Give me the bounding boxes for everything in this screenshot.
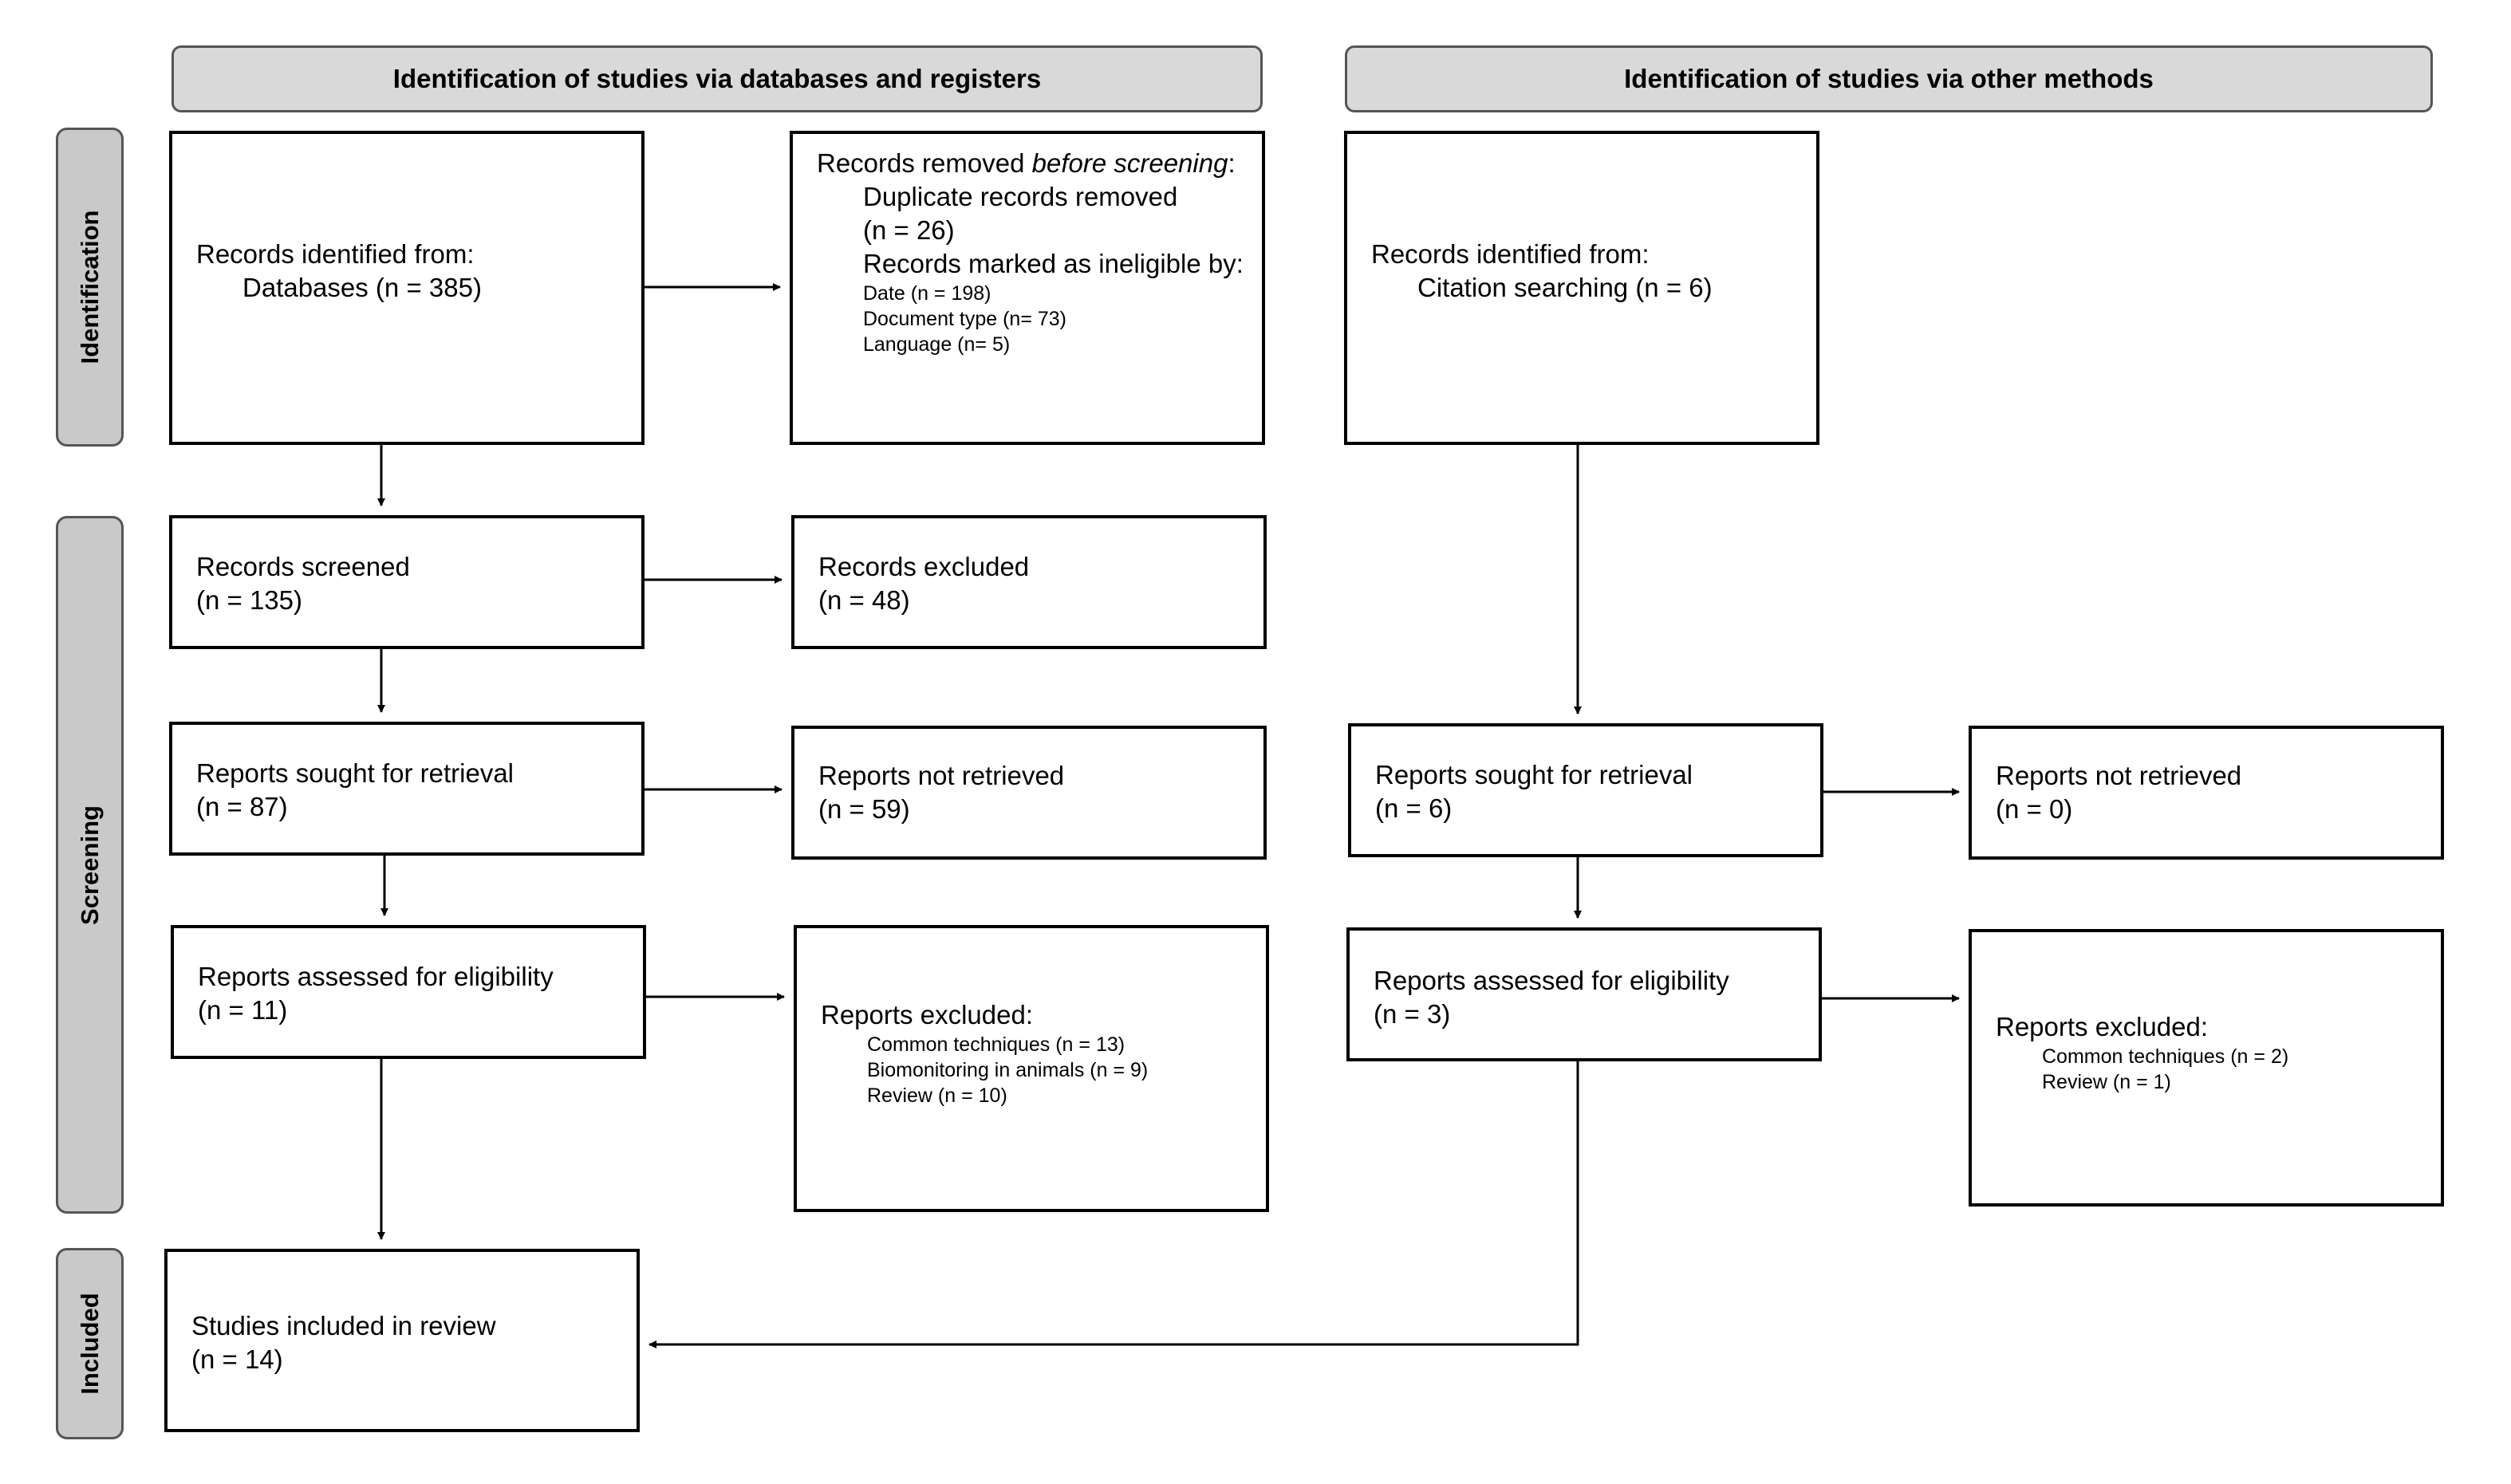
databases-count: Databases (n = 385) [242, 273, 482, 302]
phase-included-bar: Included [56, 1248, 124, 1439]
other-excluded-common-techniques: Common techniques (n = 2) [2042, 1045, 2289, 1068]
studies-included-title: Studies included in review [191, 1311, 496, 1340]
records-excluded-title: Records excluded [818, 552, 1030, 581]
reports-not-retrieved-count: (n = 59) [818, 794, 910, 824]
records-removed-emphasis: before screening [1031, 148, 1228, 178]
records-removed-title: Records removed before screening: [817, 147, 1252, 180]
reports-not-retrieved-title: Reports not retrieved [818, 761, 1065, 790]
phase-included-label: Included [75, 1293, 104, 1395]
reports-sought-count: (n = 87) [196, 792, 288, 821]
other-reports-assessed-box: Reports assessed for eligibility (n = 3) [1346, 927, 1822, 1061]
other-reports-not-retrieved-title: Reports not retrieved [1996, 761, 2242, 790]
records-screened-title: Records screened [196, 552, 410, 581]
other-reports-assessed-count: (n = 3) [1374, 999, 1451, 1029]
other-reports-excluded-box: Reports excluded: Common techniques (n =… [1969, 929, 2444, 1206]
reports-excluded-box: Reports excluded: Common techniques (n =… [794, 925, 1269, 1212]
duplicates-count: (n = 26) [863, 215, 955, 245]
studies-included-count: (n = 14) [191, 1344, 283, 1374]
phase-identification-label: Identification [75, 210, 104, 364]
records-identified-citation-title: Records identified from: [1371, 239, 1650, 269]
phase-identification-bar: Identification [56, 128, 124, 447]
other-excluded-review: Review (n = 1) [2042, 1071, 2171, 1093]
duplicates-removed: Duplicate records removed [863, 182, 1178, 211]
phase-screening-bar: Screening [56, 516, 124, 1214]
excluded-review: Review (n = 10) [867, 1084, 1007, 1107]
ineligible-date: Date (n = 198) [863, 282, 991, 305]
other-reports-not-retrieved-box: Reports not retrieved (n = 0) [1969, 726, 2444, 860]
excluded-biomonitoring: Biomonitoring in animals (n = 9) [867, 1059, 1149, 1081]
excluded-common-techniques: Common techniques (n = 13) [867, 1033, 1125, 1056]
records-removed-box: Records removed before screening: Duplic… [790, 131, 1265, 445]
reports-assessed-title: Reports assessed for eligibility [198, 962, 554, 991]
reports-assessed-count: (n = 11) [198, 995, 288, 1025]
reports-excluded-title: Reports excluded: [821, 1000, 1033, 1029]
other-reports-sought-count: (n = 6) [1375, 793, 1453, 823]
other-reports-sought-title: Reports sought for retrieval [1375, 760, 1693, 789]
ineligible-document-type: Document type (n= 73) [863, 308, 1066, 330]
header-other-methods: Identification of studies via other meth… [1345, 45, 2433, 112]
header-databases-registers: Identification of studies via databases … [171, 45, 1263, 112]
ineligible-language: Language (n= 5) [863, 333, 1011, 356]
records-excluded-count: (n = 48) [818, 585, 910, 615]
studies-included-box: Studies included in review (n = 14) [164, 1249, 640, 1432]
reports-assessed-box: Reports assessed for eligibility (n = 11… [171, 925, 646, 1059]
records-screened-count: (n = 135) [196, 585, 302, 615]
records-identified-citation-box: Records identified from: Citation search… [1344, 131, 1819, 445]
records-identified-databases-box: Records identified from: Databases (n = … [169, 131, 645, 445]
records-excluded-box: Records excluded (n = 48) [791, 515, 1267, 649]
other-reports-excluded-title: Reports excluded: [1996, 1012, 2208, 1041]
records-identified-title: Records identified from: [196, 239, 475, 269]
header-databases-label: Identification of studies via databases … [392, 64, 1042, 93]
records-removed-prefix: Records removed [817, 148, 1032, 178]
reports-sought-title: Reports sought for retrieval [196, 758, 514, 788]
marked-ineligible: Records marked as ineligible by: [863, 249, 1244, 278]
records-screened-box: Records screened (n = 135) [169, 515, 645, 649]
reports-sought-box: Reports sought for retrieval (n = 87) [169, 722, 645, 856]
phase-screening-label: Screening [75, 805, 104, 925]
citation-searching-count: Citation searching (n = 6) [1417, 273, 1713, 302]
other-reports-sought-box: Reports sought for retrieval (n = 6) [1348, 723, 1823, 857]
other-reports-not-retrieved-count: (n = 0) [1996, 794, 2073, 824]
reports-not-retrieved-box: Reports not retrieved (n = 59) [791, 726, 1267, 860]
other-reports-assessed-title: Reports assessed for eligibility [1374, 966, 1729, 995]
records-removed-suffix: : [1228, 148, 1236, 178]
header-other-label: Identification of studies via other meth… [1624, 64, 2154, 93]
